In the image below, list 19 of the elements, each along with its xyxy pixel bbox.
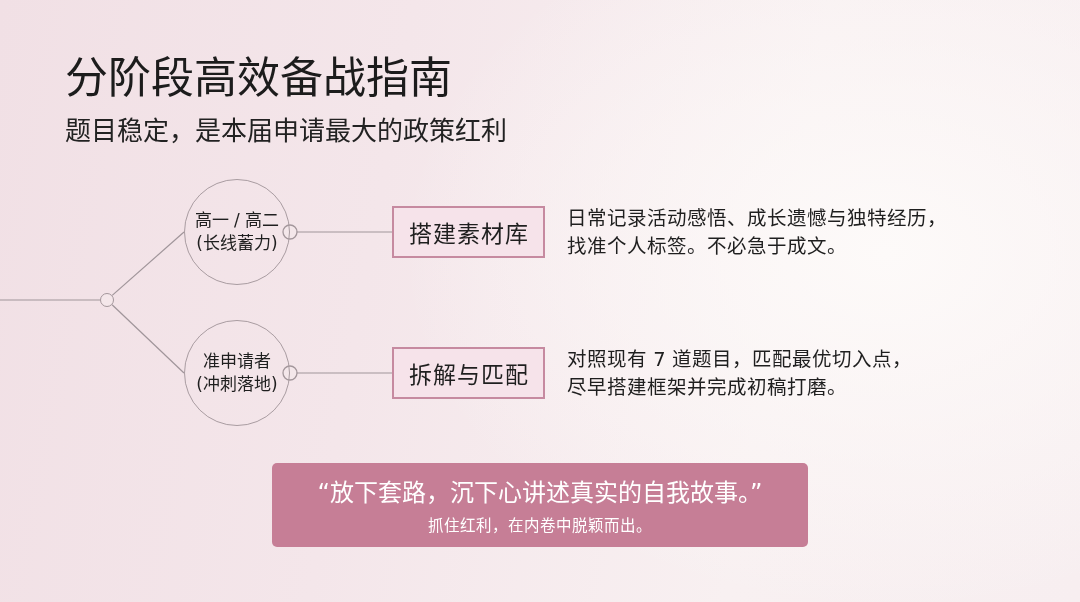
connector-line — [282, 365, 393, 381]
circle-text: 高一 / 高二 — [194, 209, 280, 232]
description-text: 日常记录活动感悟、成长遗憾与独特经历，找准个人标签。不必急于成文。 — [567, 206, 948, 260]
circle-text: 准申请者 — [203, 350, 271, 373]
connector-line — [0, 299, 101, 301]
quote-text: “放下套路，沉下心讲述真实的自我故事。” — [317, 478, 763, 509]
subtext: 抓住红利，在内卷中脱颖而出。 — [428, 516, 652, 537]
connector-line — [111, 304, 185, 374]
connector-line — [282, 224, 393, 240]
step-box: 搭建素材库 — [392, 206, 545, 258]
junction-circle — [100, 293, 114, 307]
subtitle: 题目稳定，是本届申请最大的政策红利 — [65, 115, 507, 148]
quote-banner — [272, 463, 808, 547]
title: 分阶段高效备战指南 — [65, 53, 452, 103]
description-text: 对照现有 7 道题目，匹配最优切入点，尽早搭建框架并完成初稿打磨。 — [567, 347, 913, 401]
circle-text: (长线蓄力) — [196, 232, 278, 255]
step-box: 拆解与匹配 — [392, 347, 545, 399]
circle-text: (冲刺落地) — [196, 373, 278, 396]
connector-line — [111, 231, 185, 296]
